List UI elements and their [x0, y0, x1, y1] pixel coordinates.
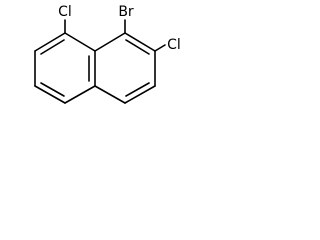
bond-c8a-c1 [94, 32, 126, 52]
atom-label-chlorine-c8: Cl [58, 4, 72, 20]
double-bond-c1-c2 [125, 39, 150, 55]
atom-label-bromine: Br [118, 4, 134, 20]
atom-label-chlorine-c2: Cl [167, 37, 181, 53]
chemical-structure-diagram: Cl Br Cl [34, 4, 181, 104]
double-bond-c3-c4 [125, 82, 150, 97]
bond-c8-c7 [34, 32, 66, 52]
bond-c8a-c8 [64, 32, 96, 52]
bond-c4-c4a [94, 85, 126, 104]
bond-c6-c5 [34, 85, 66, 104]
double-bond-c6-c5 [40, 82, 65, 97]
bond-c2-cl [154, 44, 166, 52]
bond-c1-c2 [124, 32, 156, 52]
bond-c3-c4 [124, 85, 156, 104]
bond-c5-c4a [64, 85, 96, 104]
double-bond-c8-c7 [40, 39, 65, 55]
